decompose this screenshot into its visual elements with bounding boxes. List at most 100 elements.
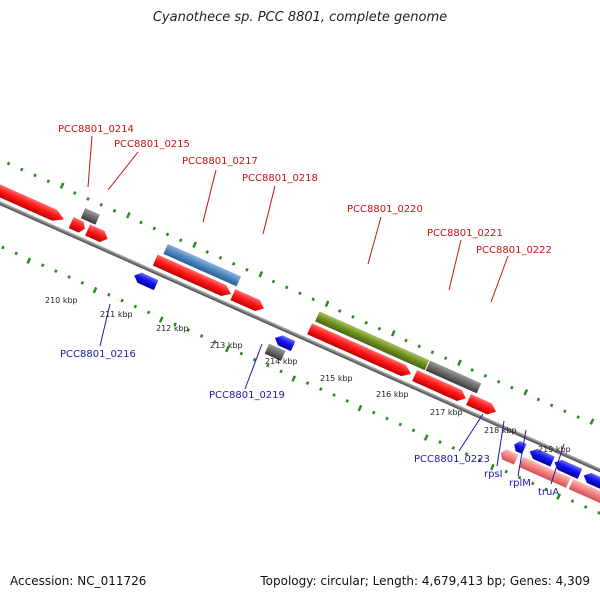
tick-minor [364,320,368,325]
tick-minor [398,422,403,427]
label-pcc8801-0221[interactable]: PCC8801_0221 [427,228,503,239]
tick-minor [319,387,323,391]
tick-minor [411,428,416,433]
tick-minor [271,279,276,284]
tick-major [589,418,595,425]
gene-gray-0219[interactable] [264,343,286,361]
tick-major [357,404,363,412]
gene-rplm[interactable] [552,457,583,479]
tick-minor [305,381,310,386]
gene-pcc8801-0217-lower[interactable] [152,254,234,300]
label-pcc8801-0223[interactable]: PCC8801_0223 [414,454,490,465]
gene-pcc8801-0214-left[interactable] [0,175,66,225]
tick-major [523,388,529,396]
tick-major [192,241,197,249]
kbp-label: 210 kbp [45,296,78,305]
gene-trua[interactable] [581,470,600,504]
tick-minor [266,363,270,368]
tick-minor [284,285,289,290]
genome-summary-text: Topology: circular; Length: 4,679,413 bp… [260,574,590,588]
label-trua[interactable]: truA [538,487,559,498]
tick-minor [133,304,138,309]
tick-minor [377,326,382,331]
gene-pcc8801-0221[interactable] [425,360,482,394]
gene-pcc8801-0217[interactable] [163,243,241,287]
tick-minor [576,415,580,420]
label-pcc8801-0215[interactable]: PCC8801_0215 [114,139,190,150]
gene-rpsi[interactable] [528,446,555,467]
tick-minor [218,256,223,260]
gene-pcc8801-0220-lower[interactable] [307,323,413,379]
tick-minor [404,338,408,343]
tick-minor [517,475,522,480]
tick-minor [73,191,77,195]
genome-backbone [0,184,600,498]
kbp-label: 211 kbp [100,310,133,319]
tick-major [490,463,495,471]
gene-pcc8801-0216[interactable] [132,270,159,291]
tick-minor [80,281,85,285]
tick-minor [67,275,71,279]
tick-major [291,375,297,382]
tick-minor [443,356,448,361]
tick-minor [205,250,209,254]
bottom-gene-labels: PCC8801_0216 PCC8801_0219 PCC8801_0223 r… [60,303,565,498]
tick-minor [6,161,11,166]
tick-minor [46,179,51,184]
tick-minor [139,220,143,225]
kbp-label: 217 kbp [430,408,463,417]
tick-minor [86,197,90,201]
tick-minor [231,261,236,266]
tick-major [125,212,131,219]
tick-minor [54,269,58,273]
tick-minor [14,251,18,256]
label-pcc8801-0222[interactable]: PCC8801_0222 [476,245,552,256]
tick-major [258,270,264,278]
tick-minor [417,344,421,349]
tick-major [423,434,429,441]
tick-minor [112,208,117,213]
gene-pcc8801-0221-lower[interactable] [412,370,468,404]
gene-pcc8801-0219[interactable] [273,333,296,352]
gene-pcc8801-0215[interactable] [85,224,110,244]
gene-pcc8801-0214[interactable] [68,217,88,234]
accession-text: Accession: NC_011726 [10,574,147,588]
tick-major [158,316,164,323]
tick-minor [279,369,283,374]
tick-minor [152,226,156,231]
gene-pcc8801-0218[interactable] [230,289,266,314]
label-pcc8801-0216[interactable]: PCC8801_0216 [60,349,136,360]
label-pcc8801-0218[interactable]: PCC8801_0218 [242,173,318,184]
tick-minor [563,409,567,414]
tick-minor [470,368,474,372]
forward-strand-outer-genes [80,208,482,394]
label-pcc8801-0219[interactable]: PCC8801_0219 [209,390,285,401]
label-pcc8801-0220[interactable]: PCC8801_0220 [347,204,423,215]
tick-major [59,182,65,190]
label-pcc8801-0217[interactable]: PCC8801_0217 [182,156,258,167]
label-rplm[interactable]: rplM [509,478,531,489]
gene-pink-2[interactable] [518,456,571,488]
tick-minor [146,310,151,315]
tick-major [26,257,32,264]
tick-minor [549,403,554,408]
gene-gray-0214[interactable] [80,208,100,225]
tick-minor [186,328,191,332]
tick-minor [536,397,541,402]
label-pcc8801-0214[interactable]: PCC8801_0214 [58,124,134,135]
tick-minor [1,245,5,250]
tick-minor [178,238,183,243]
label-rpsi[interactable]: rpsI [484,469,503,480]
gene-pink-1[interactable] [498,448,519,465]
tick-minor [298,291,302,296]
top-gene-labels: PCC8801_0214 PCC8801_0215 PCC8801_0217 P… [58,124,552,303]
gene-pcc8801-0220[interactable] [315,311,430,371]
gene-pcc8801-0222[interactable] [466,394,498,417]
tick-major [457,359,462,366]
tick-minor [173,322,177,327]
tick-minor [213,340,217,344]
tick-minor [496,379,501,384]
tick-minor [504,469,509,474]
gene-pink-3[interactable] [568,479,600,512]
